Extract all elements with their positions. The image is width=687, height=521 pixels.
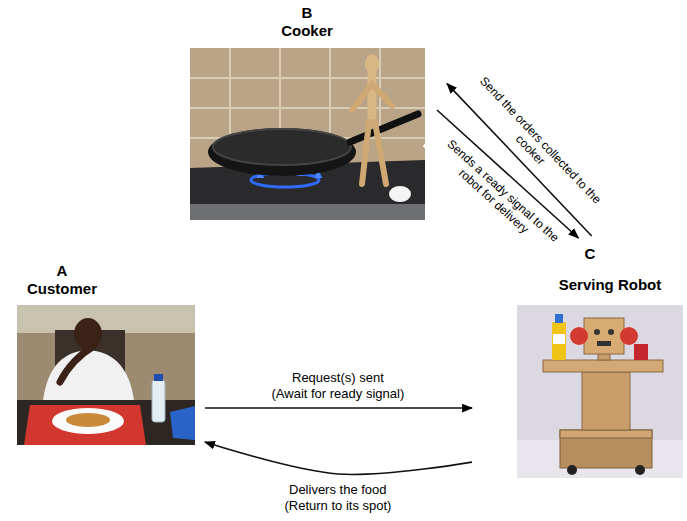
robot-photo-part bbox=[517, 305, 683, 478]
customer-photo-part bbox=[17, 305, 195, 445]
robot-photo-part bbox=[560, 430, 652, 438]
cooker-photo-part bbox=[213, 129, 351, 165]
panel-letter: A bbox=[57, 262, 68, 279]
note-label: (Return to its spot) bbox=[283, 498, 394, 513]
robot-photo-part bbox=[582, 372, 630, 430]
flow-arrow bbox=[205, 442, 472, 474]
flow-arrow bbox=[205, 407, 472, 409]
robot-photo-part bbox=[584, 318, 624, 354]
photo-panel: BCooker bbox=[190, 0, 425, 220]
cooker-photo-part bbox=[389, 186, 411, 202]
cooker-photo-part bbox=[208, 128, 356, 176]
robot-photo-part bbox=[570, 327, 588, 345]
customer-photo-part bbox=[52, 408, 124, 434]
customer-photo-part bbox=[17, 400, 195, 445]
robot-photo-part bbox=[552, 322, 566, 360]
customer-photo-part bbox=[74, 318, 102, 350]
robot-photo-part bbox=[620, 327, 638, 345]
robot-photo bbox=[517, 305, 683, 478]
panel-letter: B bbox=[302, 4, 313, 21]
panel-title: Cooker bbox=[281, 22, 333, 39]
customer-photo-part bbox=[154, 374, 163, 381]
photo-panel: C Serving Robot bbox=[517, 244, 683, 478]
note-label: (Await for ready signal) bbox=[270, 386, 407, 401]
customer-photo-part bbox=[17, 305, 195, 333]
robot-photo-part bbox=[553, 334, 565, 344]
customer-photo bbox=[17, 305, 195, 445]
robot-photo-part bbox=[567, 465, 577, 475]
customer-photo-part bbox=[24, 405, 146, 445]
photo-panel: ACustomer bbox=[17, 262, 195, 445]
robot-photo-part bbox=[635, 465, 645, 475]
robot-photo-part bbox=[555, 314, 563, 323]
customer-photo-part bbox=[152, 380, 165, 422]
customer-photo-part bbox=[60, 346, 94, 382]
customer-photo-part bbox=[170, 406, 195, 440]
robot-photo-part bbox=[608, 329, 614, 335]
robot-photo-part bbox=[634, 344, 648, 360]
robot-photo-part bbox=[597, 341, 611, 346]
edge-label: Request(s) sent bbox=[290, 370, 386, 385]
cooker-photo-part bbox=[350, 114, 418, 142]
cooker-photo bbox=[190, 48, 425, 220]
cooker-photo-part bbox=[352, 84, 392, 184]
panel-title: Customer bbox=[27, 280, 97, 297]
edge-label: Delivers the food bbox=[287, 482, 389, 497]
cooker-photo-part bbox=[190, 204, 425, 220]
customer-photo-part bbox=[66, 413, 110, 427]
robot-photo-part bbox=[594, 329, 600, 335]
robot-photo-part bbox=[543, 360, 663, 372]
panel-title: Serving Robot bbox=[559, 276, 662, 293]
robot-photo-part bbox=[560, 430, 652, 468]
cooker-photo-part bbox=[190, 48, 425, 220]
panel-letter: C bbox=[585, 245, 596, 262]
